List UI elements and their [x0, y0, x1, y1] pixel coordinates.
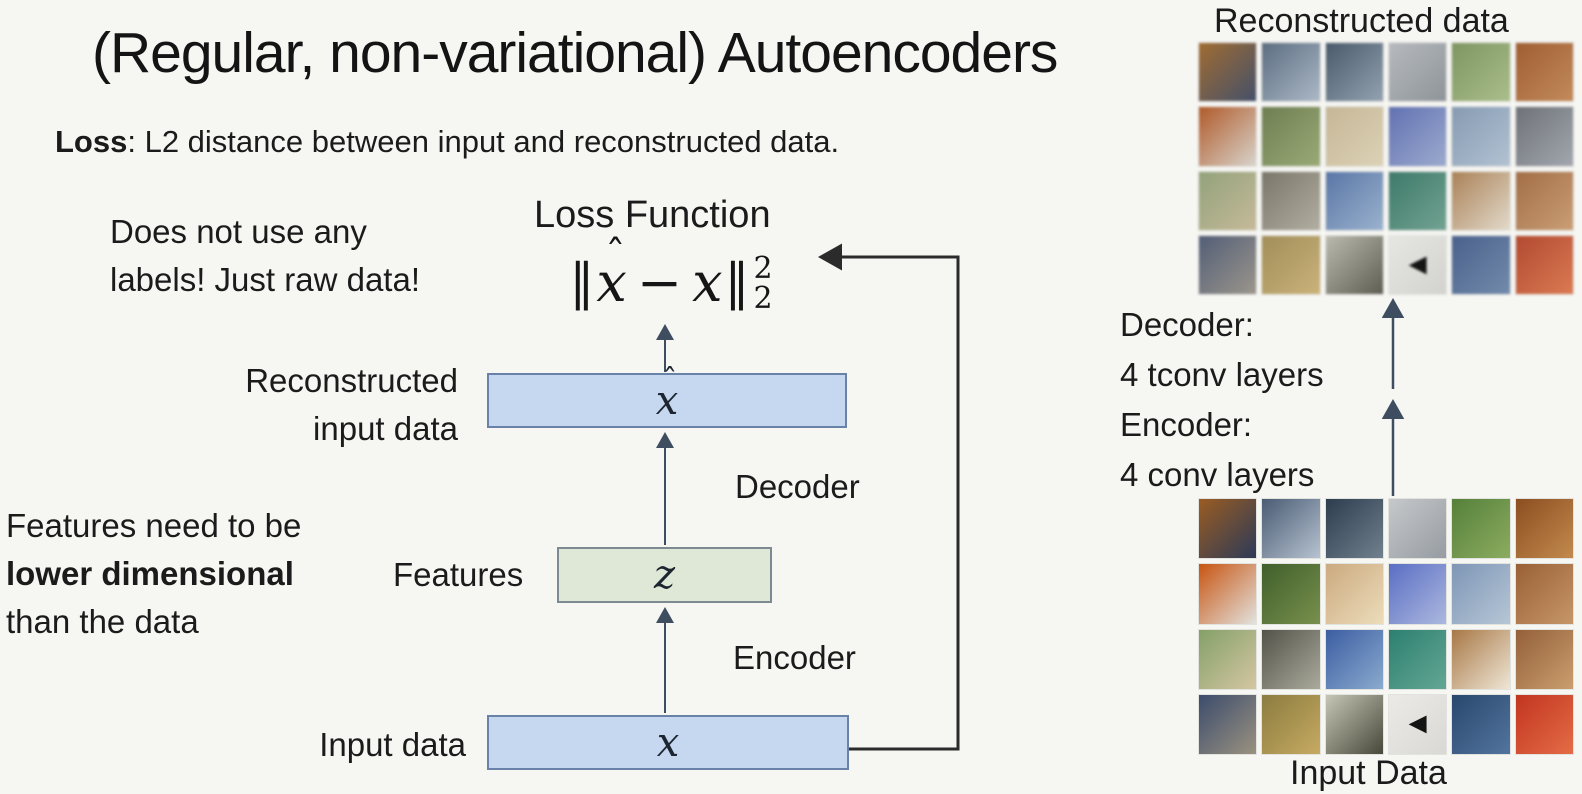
- image-tile: [1261, 628, 1321, 690]
- lower-dim-line1: Features need to be: [6, 507, 302, 544]
- image-tile: [1451, 498, 1511, 560]
- image-tile: [1514, 693, 1574, 755]
- input-data-title: Input Data: [1290, 754, 1447, 792]
- image-tile: [1324, 170, 1384, 231]
- x-box: x: [487, 715, 849, 770]
- loss-description-bold: Loss: [55, 124, 128, 159]
- no-labels-line1: Does not use any: [110, 213, 367, 250]
- image-tile: [1514, 234, 1574, 295]
- image-tile: [1261, 42, 1321, 103]
- no-labels-note: Does not use any labels! Just raw data!: [110, 208, 420, 304]
- no-labels-line2: labels! Just raw data!: [110, 261, 420, 298]
- norm-close: ‖: [724, 253, 750, 311]
- image-tile: [1198, 170, 1258, 231]
- image-tile: [1261, 234, 1321, 295]
- decoder-note-line1: Decoder:: [1120, 306, 1254, 343]
- encoder-label: Encoder: [733, 639, 856, 676]
- image-tile: [1324, 498, 1384, 560]
- image-tile: [1451, 42, 1511, 103]
- x-box-symbol: x: [656, 719, 680, 766]
- reconstructed-input-label: Reconstructed input data: [150, 357, 458, 453]
- z-box-symbol: z: [653, 552, 676, 598]
- image-tile: [1324, 628, 1384, 690]
- image-tile: [1451, 628, 1511, 690]
- image-tile: [1198, 693, 1258, 755]
- image-tile: [1514, 563, 1574, 625]
- loss-description: Loss: L2 distance between input and reco…: [55, 124, 839, 160]
- image-tile: [1387, 563, 1448, 625]
- image-tile: [1451, 234, 1511, 295]
- image-tile: [1514, 106, 1574, 167]
- image-tile: [1514, 170, 1574, 231]
- formula-minus: −: [636, 250, 683, 314]
- image-tile: [1514, 42, 1574, 103]
- image-tile: [1198, 498, 1258, 560]
- reconstructed-data-title: Reconstructed data: [1214, 2, 1509, 40]
- image-tile: [1324, 42, 1384, 103]
- image-tile: ◄: [1387, 234, 1448, 295]
- lower-dim-line3: than the data: [6, 603, 199, 640]
- image-tile: [1261, 170, 1321, 231]
- encoder-note-line2: 4 conv layers: [1120, 456, 1315, 493]
- image-tile: [1451, 106, 1511, 167]
- decoder-note-line2: 4 tconv layers: [1120, 356, 1324, 393]
- hat-accent: ˆ: [662, 363, 678, 399]
- z-box: z: [557, 547, 772, 603]
- reconstructed-input-line1: Reconstructed: [245, 362, 458, 399]
- loss-function-title: Loss Function: [534, 194, 771, 236]
- image-tile: [1387, 42, 1448, 103]
- image-tile: [1198, 106, 1258, 167]
- image-tile: [1324, 106, 1384, 167]
- image-tile: [1387, 498, 1448, 560]
- image-tile: [1451, 170, 1511, 231]
- image-tile: [1451, 693, 1511, 755]
- image-tile: ◄: [1387, 693, 1448, 755]
- image-tile: [1451, 563, 1511, 625]
- image-tile: [1324, 693, 1384, 755]
- decoder-label: Decoder: [735, 468, 860, 505]
- formula-sub: 2: [753, 281, 773, 316]
- norm-open: ‖: [569, 253, 595, 311]
- encoder-note-line1: Encoder:: [1120, 406, 1253, 443]
- image-tile: [1261, 693, 1321, 755]
- lower-dimensional-note: Features need to be lower dimensional th…: [6, 502, 301, 646]
- reconstructed-input-line2: input data: [313, 410, 458, 447]
- formula-x: x: [692, 250, 723, 314]
- image-tile: [1324, 563, 1384, 625]
- image-tile: [1198, 234, 1258, 295]
- input-data-label: Input data: [319, 726, 466, 763]
- conv-layers-note: Decoder: 4 tconv layers Encoder: 4 conv …: [1120, 300, 1324, 500]
- image-tile: [1387, 628, 1448, 690]
- image-tile: [1261, 563, 1321, 625]
- image-tile: [1387, 170, 1448, 231]
- image-tile: [1198, 42, 1258, 103]
- formula-subsup: 2 2: [754, 254, 773, 314]
- image-tile: [1324, 234, 1384, 295]
- image-tile: [1387, 106, 1448, 167]
- formula-sup: 2: [753, 251, 773, 286]
- features-label: Features: [393, 556, 524, 593]
- slide-title: (Regular, non-variational) Autoencoders: [92, 21, 1058, 85]
- image-tile: [1198, 563, 1258, 625]
- image-tile: [1261, 498, 1321, 560]
- image-tile: [1514, 498, 1574, 560]
- image-tile: [1261, 106, 1321, 167]
- lower-dim-line2: lower dimensional: [6, 555, 294, 592]
- hat-accent: ˆ: [605, 231, 626, 280]
- image-tile: [1514, 628, 1574, 690]
- image-tile: [1198, 628, 1258, 690]
- loss-description-rest: : L2 distance between input and reconstr…: [127, 124, 840, 159]
- reconstructed-image-grid: ◄: [1198, 42, 1574, 295]
- input-image-grid: ◄: [1198, 498, 1574, 755]
